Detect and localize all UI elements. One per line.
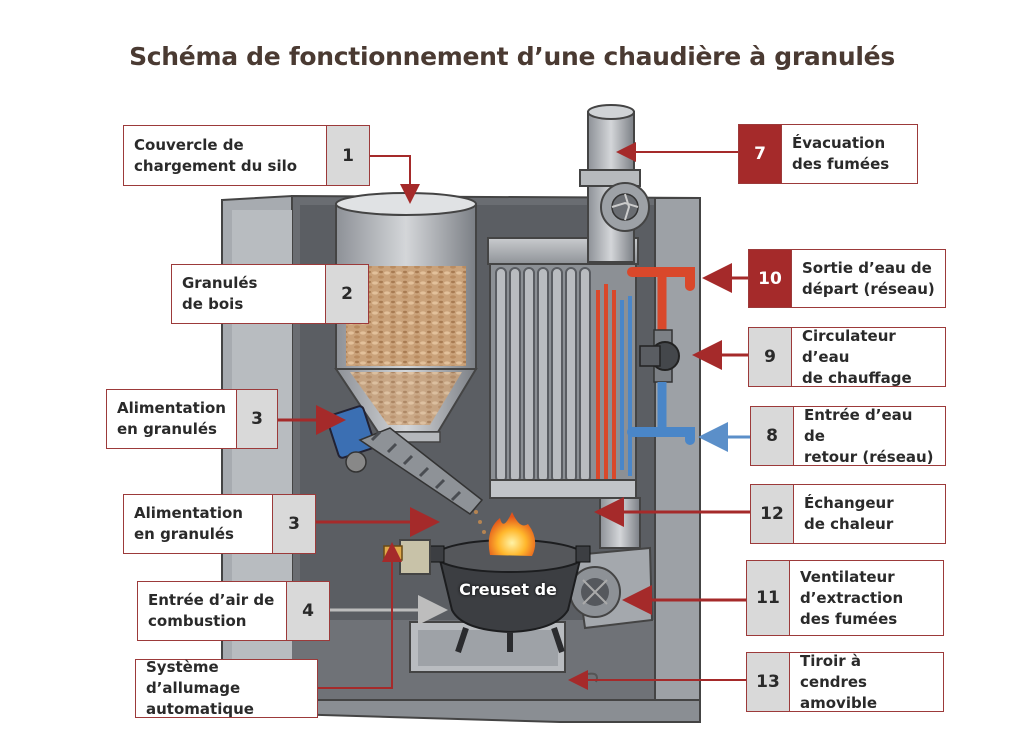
burner-pot (409, 510, 591, 673)
callout-number: 13 (747, 653, 790, 711)
callout-number: 4 (286, 582, 329, 640)
water-pipes (627, 267, 695, 445)
callout-text: Entrée d’air de combustion (148, 591, 275, 630)
callout-sortie: 10 Sortie d’eau de départ (réseau) (748, 249, 946, 308)
callout-text: Granulés de bois (182, 274, 258, 313)
callout-couvercle: Couvercle de chargement du silo 1 (123, 125, 370, 186)
callout-circulateur: 9 Circulateur d’eau de chauffage (748, 327, 946, 387)
callout-number: 3 (272, 495, 315, 553)
heat-exchanger (487, 237, 639, 499)
callout-number: 10 (749, 250, 792, 307)
callout-granules: Granulés de bois 2 (171, 264, 369, 324)
callout-text: Évacuation des fumées (792, 134, 890, 173)
callout-text: Échangeur de chaleur (804, 494, 894, 533)
callout-alimentation-a: Alimentation en granulés 3 (106, 389, 278, 449)
callout-evacuation: 7 Évacuation des fumées (738, 124, 918, 184)
callout-echangeur: 12 Échangeur de chaleur (750, 484, 946, 544)
callout-text: Tiroir à cendres amovible (800, 651, 878, 712)
pellet-auger (326, 405, 484, 515)
callout-text: Ventilateur d’extraction des fumées (800, 567, 904, 628)
callout-text: Entrée d’eau de retour (réseau) (804, 405, 934, 466)
callout-alimentation-b: Alimentation en granulés 3 (123, 494, 316, 554)
callout-number: 12 (751, 485, 794, 543)
callout-number: 3 (235, 390, 277, 448)
callout-number: 1 (326, 126, 369, 185)
callout-number: 8 (751, 407, 794, 465)
callout-number: 7 (739, 125, 782, 183)
flue-chimney (579, 104, 650, 549)
callout-air: Entrée d’air de combustion 4 (137, 581, 330, 641)
callout-ventilateur: 11 Ventilateur d’extraction des fumées (746, 560, 944, 636)
callout-number: 9 (749, 328, 792, 386)
callout-tiroir: 13 Tiroir à cendres amovible (746, 652, 944, 712)
crucible-label: Creuset de (459, 580, 557, 599)
callout-text: Circulateur d’eau de chauffage (802, 326, 912, 387)
callout-text: Alimentation en granulés (134, 504, 243, 543)
diagram-title: Schéma de fonctionnement d’une chaudière… (129, 42, 895, 71)
callout-number: 2 (325, 265, 368, 323)
callout-text: Système d’allumage automatique (146, 658, 254, 718)
callout-text: Couvercle de chargement du silo (134, 135, 298, 175)
leader-igniter (318, 542, 402, 689)
callout-allumage: Système d’allumage automatique (135, 658, 318, 718)
callout-text: Sortie d’eau de départ (réseau) (802, 258, 935, 298)
callout-retour: 8 Entrée d’eau de retour (réseau) (750, 406, 946, 466)
leader-1 (370, 155, 420, 204)
callout-text: Alimentation en granulés (117, 399, 226, 438)
callout-number: 11 (747, 561, 790, 635)
